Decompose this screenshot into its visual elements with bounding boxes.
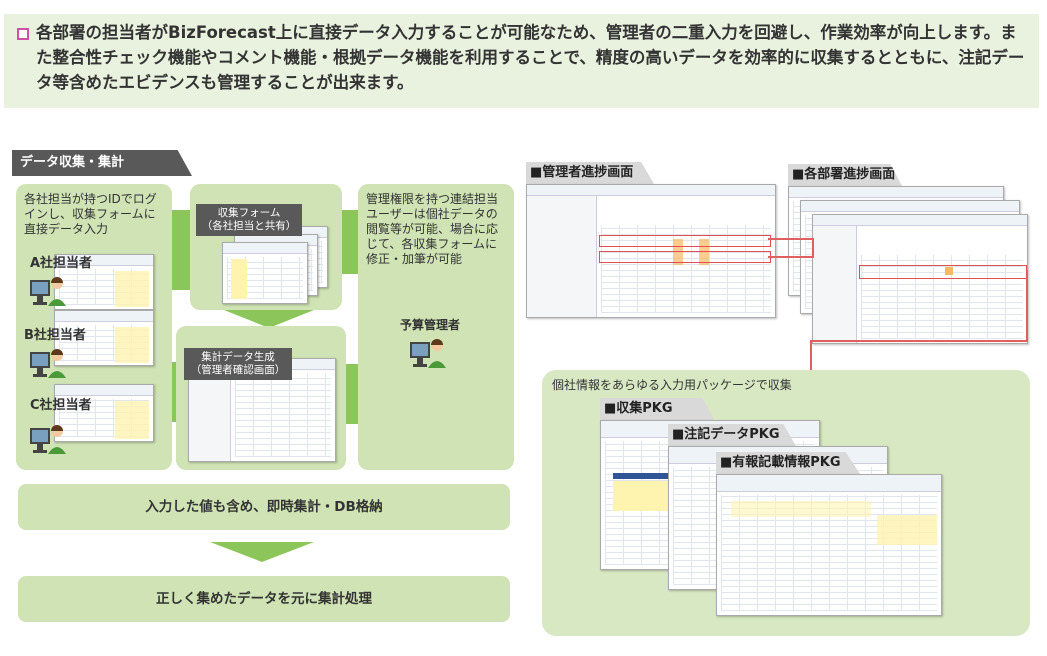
spreadsheet-screenshot <box>54 310 154 366</box>
bullet-square-icon <box>17 28 29 40</box>
connector <box>172 210 190 290</box>
admin-progress-label: ■管理者進捗画面 <box>526 162 654 184</box>
connector <box>342 210 360 274</box>
highlight-line <box>812 238 814 258</box>
section-tab: データ収集・集計 <box>12 150 192 176</box>
packages-title: 個社情報をあらゆる入力用パッケージで収集 <box>552 378 792 392</box>
header-text: 各部署の担当者がBizForecast上に直接データ入力することが可能なため、管… <box>36 23 1025 92</box>
highlight-line <box>810 340 812 372</box>
header-banner: 各部署の担当者がBizForecast上に直接データ入力することが可能なため、管… <box>4 14 1039 108</box>
highlight-line <box>768 256 814 258</box>
person-at-computer-icon <box>30 425 66 454</box>
instant-aggregate-bar: 入力した値も含め、即時集計・DB格納 <box>18 484 510 530</box>
dept-progress-label: ■各部署進捗画面 <box>788 164 902 186</box>
connector <box>172 362 178 422</box>
user-row-c: C社担当者 <box>20 384 170 462</box>
user-row-a: A社担当者 <box>20 244 170 314</box>
admin-user-label: 予算管理者 <box>399 318 460 332</box>
company-users-desc: 各社担当が持つIDでログインし、収集フォームに直接データ入力 <box>24 192 157 236</box>
down-arrow-icon <box>210 542 314 562</box>
admin-progress-screenshot <box>526 184 776 318</box>
user-label: A社担当者 <box>30 256 93 271</box>
admin-box <box>358 184 514 470</box>
spreadsheet-screenshot <box>54 384 154 442</box>
spreadsheet-screenshot <box>222 242 308 304</box>
person-at-computer-icon <box>30 277 66 306</box>
highlight-line <box>768 238 814 240</box>
collection-form-label: 収集フォーム （各社担当と共有） <box>196 204 302 236</box>
dept-progress-screenshot <box>812 214 1028 344</box>
highlight-line <box>810 340 1028 342</box>
spreadsheet-screenshot <box>54 254 154 310</box>
user-label: B社担当者 <box>24 328 86 343</box>
package-label: ■収集PKG <box>600 398 714 420</box>
person-at-computer-icon <box>30 349 66 378</box>
person-at-computer-icon <box>410 339 446 368</box>
highlight-line <box>1026 270 1028 340</box>
package-label: ■有報記載情報PKG <box>716 452 860 474</box>
admin-desc: 管理権限を持つ連結担当ユーザーは個社データの閲覧等が可能、場合に応じて、各収集フ… <box>366 192 499 266</box>
user-row-b: B社担当者 <box>20 310 170 386</box>
package-label: ■注記データPKG <box>668 424 796 446</box>
connector <box>346 364 360 424</box>
aggregation-process-bar: 正しく集めたデータを元に集計処理 <box>18 576 510 622</box>
package-screenshot <box>716 474 942 616</box>
aggregate-data-label: 集計データ生成 （管理者確認画面） <box>184 348 292 380</box>
user-label: C社担当者 <box>30 398 92 413</box>
down-arrow-icon <box>224 310 314 328</box>
